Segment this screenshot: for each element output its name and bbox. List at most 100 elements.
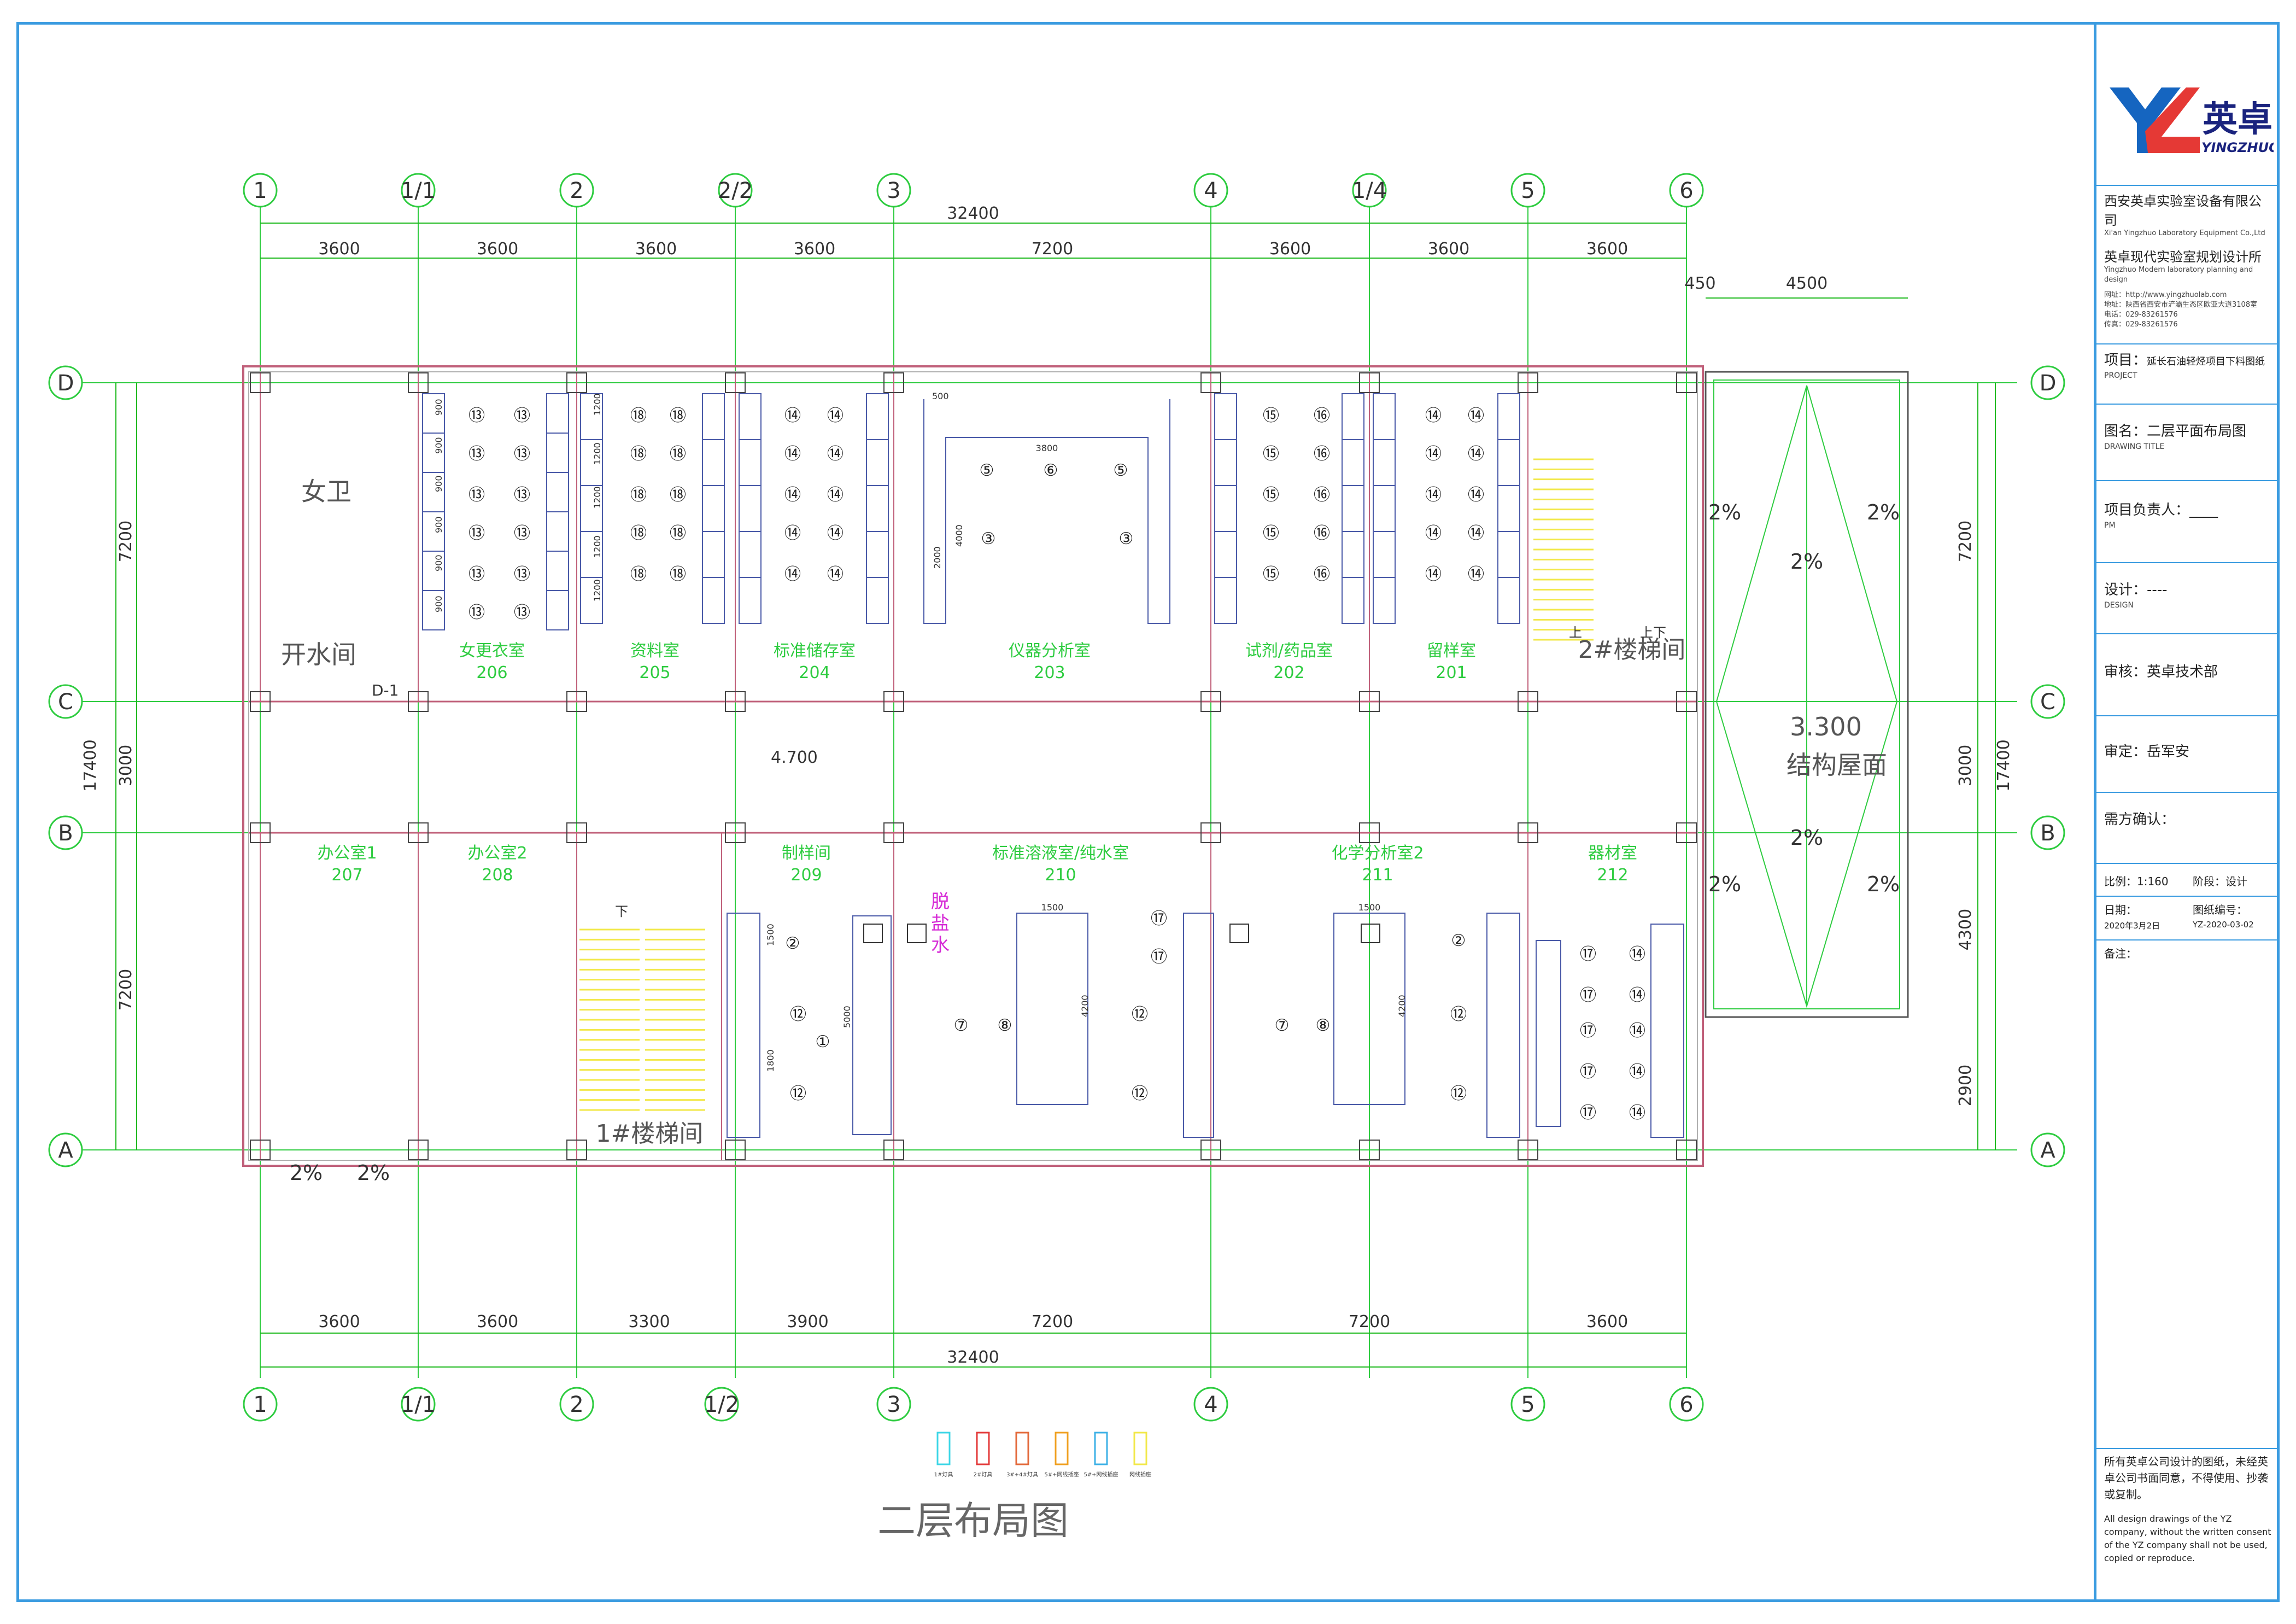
legend-swatch	[976, 1432, 990, 1465]
client-confirm: 需方确认：	[2104, 811, 2176, 828]
legend-label: 3#+4#灯具	[1006, 1471, 1038, 1478]
room-number: 203	[1034, 663, 1065, 682]
legend-swatch	[1133, 1432, 1147, 1465]
yingzhuo-logo: 英卓 YINGZHUO	[2110, 87, 2274, 155]
legend-swatch	[936, 1432, 951, 1465]
equipment-marker: ⑮	[1263, 565, 1279, 584]
dim-bottom-seg: 3600	[477, 1312, 518, 1331]
column	[250, 372, 271, 393]
dim-bottom-total: 32400	[947, 1348, 999, 1367]
axis-top-label: 2/2	[718, 178, 753, 203]
wall-bench	[1486, 913, 1520, 1138]
dim-bottom-seg: 7200	[1032, 1312, 1073, 1331]
lab-bench-segment	[546, 551, 569, 591]
column	[566, 1140, 587, 1160]
equipment-marker: ⑬	[514, 486, 530, 505]
room-name: 资料室	[630, 641, 680, 661]
bench-dim: 900	[434, 516, 444, 533]
axis-right-label: C	[2040, 690, 2055, 715]
scale: 比例：1:160	[2104, 875, 2169, 888]
dim-top-seg: 3600	[477, 239, 518, 259]
label-layer: 女更衣室206资料室205标准储存室204仪器分析室203试剂/药品室202留样…	[281, 391, 1900, 1543]
website: 网址：http://www.yingzhuolab.com	[2104, 291, 2227, 299]
lab-bench-segment	[739, 393, 762, 440]
bench-dim: 1200	[592, 486, 602, 509]
stair-up: 上	[1569, 625, 1582, 640]
equipment-marker: ③	[981, 529, 996, 548]
column	[1518, 372, 1538, 393]
date-value: 2020年3月2日	[2104, 921, 2160, 931]
axis-top-label: 6	[1679, 178, 1693, 203]
stair-down: 下	[615, 904, 628, 919]
room-name: 办公室2	[467, 844, 527, 863]
equipment-marker: ⑰	[1580, 986, 1596, 1005]
room-name: 仪器分析室	[1009, 641, 1091, 661]
equipment-marker: ⑭	[1629, 986, 1645, 1005]
bench-dim: 900	[434, 554, 444, 571]
equipment-marker: ⑭	[1629, 1062, 1645, 1082]
review-text: 审核：英卓技术部	[2104, 664, 2218, 680]
equipment-marker: ⑧	[998, 1016, 1012, 1035]
equipment-marker: ⑭	[1468, 445, 1484, 464]
equipment-marker: ⑱	[670, 406, 686, 425]
axis-right-circle	[2030, 815, 2065, 850]
drawing-frame	[16, 22, 2280, 1602]
dim-left-seg: 7200	[116, 969, 136, 1010]
equipment-marker: ⑭	[784, 445, 801, 464]
axis-top-circle	[1510, 173, 1545, 208]
lab-bench-segment	[1497, 531, 1520, 578]
slope-label: 2%	[1790, 550, 1823, 574]
equipment-marker: ⑯	[1314, 445, 1330, 464]
axis-top-label: 5	[1521, 178, 1534, 203]
dim-top-seg: 3600	[1428, 239, 1469, 259]
room-name: 器材室	[1588, 844, 1637, 863]
client-cell: 需方确认：	[2096, 793, 2280, 864]
room-boiler: 开水间	[281, 640, 356, 669]
project-label-en: PROJECT	[2104, 371, 2137, 380]
dim-bottom-seg: 3600	[1586, 1312, 1628, 1331]
dim-right-seg: 2900	[1956, 1065, 1975, 1106]
equipment-marker: ⑭	[827, 565, 844, 584]
room-number: 211	[1362, 866, 1393, 885]
lab-bench-segment	[866, 439, 889, 486]
lab-bench-segment	[1214, 393, 1237, 440]
lab-bench-segment	[739, 485, 762, 532]
column	[408, 822, 429, 843]
fume-hood	[863, 924, 883, 943]
equipment-marker: ⑯	[1314, 486, 1330, 505]
equipment-marker: ⑦	[954, 1016, 969, 1035]
axis-left-label: C	[58, 690, 73, 715]
bench-dim: 900	[434, 475, 444, 492]
equipment-marker: ⑱	[630, 445, 647, 464]
lab-bench-segment	[1342, 439, 1364, 486]
column	[408, 372, 429, 393]
column	[1676, 822, 1697, 843]
project-label: 项目：	[2104, 352, 2147, 369]
equipment-marker: ⑦	[1275, 1016, 1290, 1035]
equipment-marker: ⑭	[1425, 486, 1442, 505]
notice-cell: 所有英卓公司设计的图纸，未经英卓公司书面同意，不得使用、抄袭或复制。 All d…	[2096, 1449, 2280, 1597]
remarks-label: 备注：	[2104, 947, 2137, 960]
roof-outline	[1705, 371, 1909, 1018]
column	[725, 372, 746, 393]
stair-up-down: 上下	[1640, 625, 1666, 640]
column	[1200, 691, 1221, 712]
equipment-marker: ⑭	[1629, 945, 1645, 964]
axis-bottom-label: 2	[570, 1392, 583, 1417]
column	[883, 691, 904, 712]
logo-cell: 英卓 YINGZHUO	[2096, 22, 2280, 186]
column	[408, 1140, 429, 1160]
axis-top-label: 1	[253, 178, 267, 203]
pm-cell: 项目负责人：____ PM	[2096, 481, 2280, 563]
axis-bottom-label: 3	[887, 1392, 900, 1417]
dim-left-total: 17400	[81, 739, 100, 791]
notice-en: All design drawings of the YZ company, w…	[2104, 1514, 2271, 1563]
lab-bench-segment	[1373, 531, 1396, 578]
equipment-marker: ⑭	[1468, 565, 1484, 584]
equipment-marker: ⑬	[514, 524, 530, 543]
lab-bench-segment	[1342, 531, 1364, 578]
equipment-marker: ⑫	[1450, 1084, 1467, 1103]
dim-bottom-seg: 7200	[1349, 1312, 1390, 1331]
lab-bench-segment	[702, 393, 725, 440]
fume-hood	[907, 924, 927, 943]
